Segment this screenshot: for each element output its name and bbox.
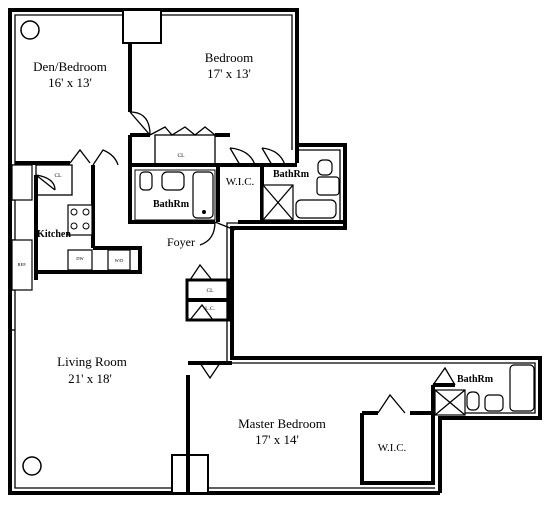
living-room-name: Living Room (57, 354, 127, 369)
washer-dryer-label: W/D (115, 258, 124, 263)
wic2-name: W.I.C. (378, 442, 407, 454)
bath3-name: BathRm (457, 374, 494, 385)
linen-closet-label: L.C. (205, 306, 215, 312)
interior-walls (15, 43, 455, 493)
bath1-fixtures (134, 169, 216, 221)
den-name: Den/Bedroom (33, 59, 107, 74)
bedroom-name: Bedroom (205, 50, 253, 65)
bedroom-closet-label: CL (177, 153, 185, 159)
kitchen-fixtures (67, 204, 131, 271)
dishwasher-label: DW (76, 256, 84, 261)
refrigerator-label: REF. (17, 262, 26, 267)
closet-boxes (35, 134, 216, 196)
master-bedroom-name: Master Bedroom (238, 416, 326, 431)
bath1-name: BathRm (153, 199, 190, 210)
bath2-fixtures (262, 159, 340, 221)
doors (35, 111, 456, 414)
bedroom-dims: 17' x 13' (207, 66, 251, 81)
foyer-name: Foyer (167, 235, 195, 249)
den-dims: 16' x 13' (48, 75, 92, 90)
exterior-walls (8, 8, 542, 495)
living-room-dims: 21' x 18' (68, 371, 112, 386)
wic1-name: W.I.C. (226, 176, 255, 188)
structural-columns (11, 9, 209, 494)
kitchen-closet-label: CL (54, 173, 62, 179)
master-bedroom-dims: 17' x 14' (255, 432, 299, 447)
bath3-fixtures (434, 364, 535, 416)
bath2-name: BathRm (273, 169, 310, 180)
foyer-closet-label: CL (206, 288, 214, 294)
kitchen-name: Kitchen (37, 229, 71, 240)
